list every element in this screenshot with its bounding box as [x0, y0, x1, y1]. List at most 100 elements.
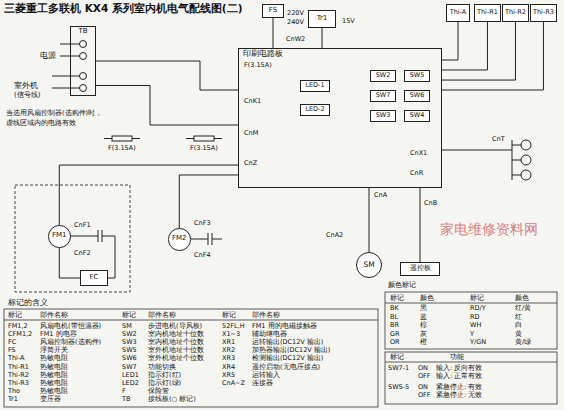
component-label: Thi-A [450, 9, 467, 16]
table-cell: LED1 [122, 372, 139, 379]
signal-label: 虚线区域内的电路有效 [6, 120, 76, 127]
diagram-title: 三菱重工多联机 KX4 系列室内机电气配线图(二) [4, 3, 242, 15]
wire-connector [420, 188, 421, 262]
table-cell: 热敏电阻 [40, 364, 68, 371]
table-cell: FM1 用的电磁接触器 [252, 323, 317, 330]
table-cell: 标记 [470, 295, 484, 302]
table-cell: RD/Y [470, 305, 486, 312]
signal-label: 240V [287, 19, 304, 26]
signal-label: F(3.15A) [244, 62, 272, 69]
table-cell: 运转输出(DC12V 输出) [252, 339, 323, 346]
component-box: Thi-A [446, 4, 470, 22]
table-cell: 部件名称 [40, 312, 68, 319]
board-outline: TB [70, 26, 96, 96]
signal-label: CnB [424, 200, 437, 207]
table-cell: ON [418, 365, 428, 372]
table-cell: 指示灯(绿) [148, 380, 181, 387]
component-label: FC [90, 274, 99, 282]
component-box: SW4 [404, 110, 430, 122]
table-cell: Y/GN [470, 339, 486, 346]
table-rules [4, 309, 378, 407]
table-cell: 部件名称 [148, 312, 176, 319]
motor-circle: SM [356, 252, 382, 278]
signal-label: CnA [374, 192, 387, 199]
connector-wires [521, 140, 531, 150]
signal-label: CnF2 [74, 250, 91, 257]
wire-connector [442, 22, 487, 70]
table-cell: BK [390, 305, 399, 312]
terminal-symbol [80, 73, 87, 80]
signal-label: CnM [244, 130, 258, 137]
table-cell: SWS-5 [388, 384, 409, 391]
table-cell: 热敏电阻 [40, 388, 68, 395]
signal-label: F(3.15A) [108, 145, 136, 152]
signal-label: CnX1 [410, 150, 427, 157]
component-label: SW3 [376, 112, 391, 119]
table-cell: XR1 [222, 339, 235, 346]
table-cell: SW7-1 [388, 365, 409, 372]
table-cell: LED2 [122, 380, 139, 387]
table-cell: ON [418, 384, 428, 391]
signal-label: CnK1 [244, 98, 261, 105]
table-cell: 室外机地址个位数 [148, 355, 204, 362]
table-cell: SW6 [122, 355, 137, 362]
table-cell: Thi-R2 [8, 372, 29, 379]
table-cell: Tr1 [8, 396, 18, 403]
table-cell: 52FL,H [222, 323, 245, 330]
table-cell: 遥控启动(无电压接点) [252, 364, 320, 371]
table-cell: 辅助继电器 [252, 331, 287, 338]
table-cell: 加热器输出(DC12V 输出) [252, 347, 330, 354]
table-cell: 标记 [8, 312, 22, 319]
connector-wires [521, 170, 531, 180]
table-cell: FM1 的电容 [40, 331, 77, 338]
table-cell: 步进电机(导风板) [148, 323, 202, 330]
terminal-symbol [80, 53, 87, 60]
table-cell: 风扇控制器(选购件) [40, 339, 101, 346]
table-cell: XR2 [222, 347, 235, 354]
wire-connector [59, 165, 238, 225]
wire-connector [273, 18, 274, 48]
table-cell: XR5 [222, 372, 235, 379]
component-label: FM2 [172, 235, 187, 243]
table-cell: 指示灯(红) [148, 372, 181, 379]
table-cell: 颜色标记 [388, 282, 416, 290]
fan-circuit [190, 233, 222, 245]
table-cell: 热敏电阻 [40, 372, 68, 379]
table-cell: 颜色 [515, 295, 529, 302]
table-cell: 热敏电阻 [40, 355, 68, 362]
terminal-symbol [52, 44, 80, 88]
signal-label: 电源 [40, 52, 56, 61]
signal-label: F(3.15A) [190, 145, 218, 152]
signal-label: CnT [492, 136, 505, 143]
component-box: SW5 [404, 70, 430, 82]
signal-label: CnF3 [194, 220, 211, 227]
table-cell: 红/黄 [515, 305, 531, 312]
table-cell: 室外机地址十位数 [148, 347, 204, 354]
table-cell: 白 [515, 322, 522, 329]
terminal-symbol [80, 41, 87, 48]
table-cell: 橙 [420, 339, 427, 346]
table-cell: 灰 [420, 331, 427, 338]
table-cell: RD [470, 314, 480, 321]
table-rules [385, 292, 557, 349]
table-cell: CFM1,2 [8, 331, 32, 338]
table-cell: SW2 [122, 331, 137, 338]
table-cell: 标记 [390, 354, 404, 361]
table-cell: X1~3 [222, 331, 240, 338]
table-cell: BL [390, 314, 398, 321]
table-cell: WH [470, 322, 481, 329]
table-cell: Thi-R1 [8, 364, 29, 371]
component-box: Tr1 [308, 10, 336, 28]
table-rules [385, 362, 557, 363]
connector-wires [521, 155, 531, 165]
connector-wires [442, 140, 521, 180]
table-cell: Y [470, 331, 474, 338]
component-label: 遥控板 [410, 265, 431, 273]
table-cell: 黄 [515, 331, 522, 338]
component-label: SW2 [376, 72, 391, 79]
table-cell: 输入: 正常有效 [436, 373, 482, 380]
table-cell: F [122, 388, 126, 395]
table-cell: 标记的含义 [8, 299, 48, 307]
table-cell: 黑 [420, 305, 427, 312]
wire-connector [179, 175, 238, 228]
